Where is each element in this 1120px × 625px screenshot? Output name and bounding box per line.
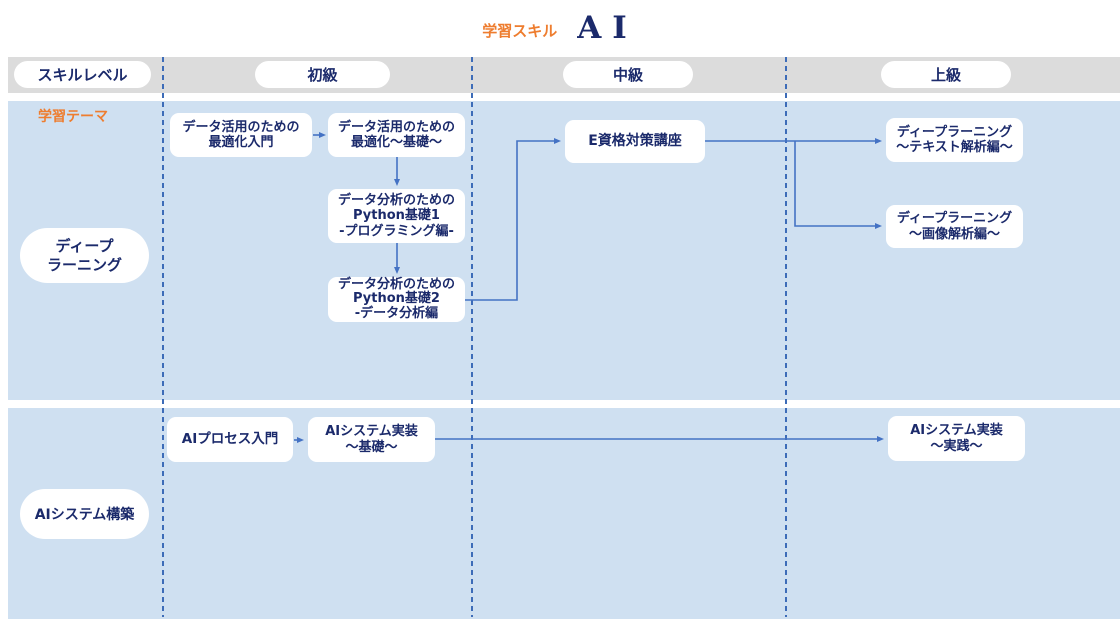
course-box-dl-image-analysis: ディープラーニング 〜画像解析編〜 (886, 205, 1023, 248)
course-box-ai-process-intro: AIプロセス入門 (167, 417, 293, 462)
course-box-python-basic2: データ分析のための Python基礎2 -データ分析編 (328, 277, 465, 322)
course-box-e-cert: E資格対策講座 (565, 120, 705, 163)
level-pill-beginner: 初級 (255, 61, 390, 88)
course-box-dl-text-analysis: ディープラーニング 〜テキスト解析編〜 (886, 118, 1023, 162)
page-title: 学習スキル AI (0, 8, 1120, 48)
theme-header-label: 学習テーマ (38, 109, 108, 125)
theme-pill-deep-learning: ディープ ラーニング (20, 228, 149, 283)
course-box-optimization-basic: データ活用のための 最適化〜基礎〜 (328, 113, 465, 157)
title-category-label: 学習スキル (482, 21, 558, 40)
level-pill-advanced: 上級 (881, 61, 1011, 88)
course-box-ai-impl-basic: AIシステム実装 〜基礎〜 (308, 417, 435, 462)
course-box-ai-impl-practice: AIシステム実装 〜実践〜 (888, 416, 1025, 461)
title-skill-label: AI (577, 10, 638, 46)
course-box-optimization-intro: データ活用のための 最適化入門 (170, 113, 312, 157)
skill-level-row-label-pill: スキルレベル (14, 61, 151, 88)
level-pill-intermediate: 中級 (563, 61, 693, 88)
course-box-python-basic1: データ分析のための Python基礎1 -プログラミング編- (328, 189, 465, 243)
theme-pill-ai-system: AIシステム構築 (20, 489, 149, 539)
